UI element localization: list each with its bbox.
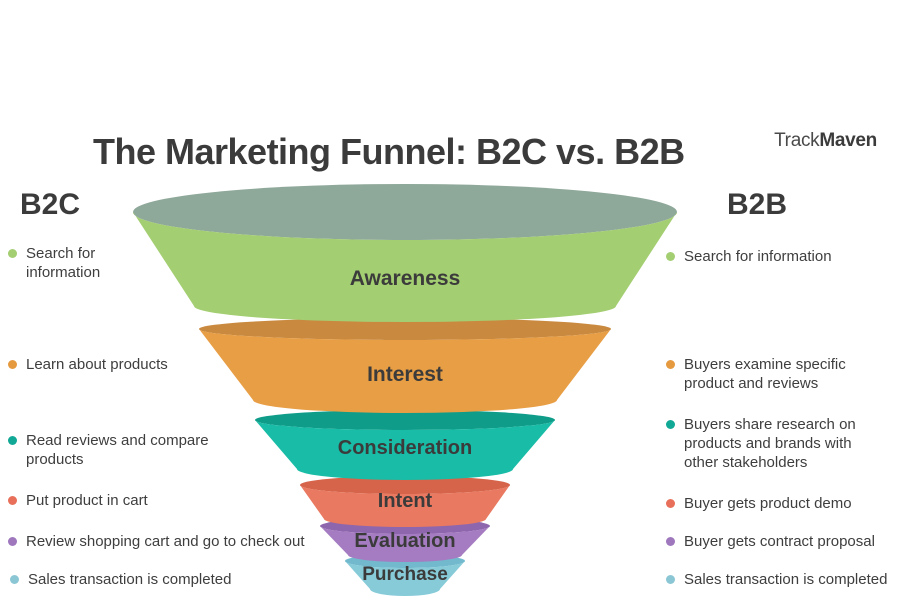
bullet-dot: [8, 436, 17, 445]
awareness-label: Awareness: [350, 267, 461, 290]
bullet-dot: [10, 575, 19, 584]
bullet-dot: [666, 360, 675, 369]
bullet-dot: [666, 499, 675, 508]
b2c-heading: B2C: [20, 188, 81, 221]
list-item-b2c-awareness: Search for information: [8, 244, 138, 282]
bullet-dot: [8, 360, 17, 369]
bullet-dot: [8, 537, 17, 546]
interest-label: Interest: [367, 363, 443, 386]
list-item-text: Put product in cart: [26, 492, 148, 509]
awareness-body: [133, 212, 677, 322]
list-item-text: Buyer gets product demo: [684, 495, 852, 512]
evaluation-label: Evaluation: [354, 530, 455, 552]
brand-part-track: Track: [774, 130, 820, 151]
interest-body: [199, 329, 611, 413]
list-item-text: Review shopping cart and go to check out: [26, 533, 305, 550]
consideration-body: [255, 420, 555, 480]
awareness-top-lip: [133, 184, 677, 240]
intent-top-lip: [300, 476, 510, 494]
list-item-text: Buyers examine specific product and revi…: [684, 356, 846, 392]
purchase-label: Purchase: [362, 564, 448, 585]
list-item-b2c-intent: Put product in cart: [8, 491, 268, 510]
funnel-stage-interest: [199, 318, 611, 413]
list-item-text: Learn about products: [26, 356, 168, 373]
funnel-stage-consideration: [255, 410, 555, 480]
consideration-label: Consideration: [338, 437, 472, 459]
bullet-dot: [8, 496, 17, 505]
page-title: The Marketing Funnel: B2C vs. B2B: [93, 131, 685, 172]
list-item-b2b-intent: Buyer gets product demo: [666, 494, 896, 513]
bullet-dot: [666, 252, 675, 261]
list-item-b2c-interest: Learn about products: [8, 355, 268, 374]
list-item-b2c-consideration: Read reviews and compare products: [8, 431, 223, 469]
intent-label: Intent: [378, 490, 433, 512]
list-item-b2c-evaluation: Review shopping cart and go to check out: [8, 532, 348, 551]
funnel-stage-awareness: [133, 184, 677, 322]
evaluation-body: [320, 526, 490, 562]
intent-body: [300, 485, 510, 527]
bullet-dot: [666, 420, 675, 429]
interest-top-lip: [199, 318, 611, 340]
list-item-text: Read reviews and compare products: [26, 432, 209, 468]
bullet-dot: [666, 575, 675, 584]
list-item-b2b-awareness: Search for information: [666, 247, 891, 266]
b2b-heading: B2B: [727, 188, 788, 221]
list-item-text: Search for information: [684, 248, 832, 265]
list-item-text: Sales transaction is completed: [28, 571, 232, 588]
list-item-b2b-consideration: Buyers share research on products and br…: [666, 415, 881, 472]
list-item-b2b-purchase: Sales transaction is completed: [666, 570, 900, 589]
list-item-text: Search for information: [26, 245, 101, 281]
list-item-b2c-purchase: Sales transaction is completed: [10, 570, 310, 589]
list-item-text: Sales transaction is completed: [684, 571, 888, 588]
list-item-b2b-interest: Buyers examine specific product and revi…: [666, 355, 871, 393]
bullet-dot: [8, 249, 17, 258]
list-item-text: Buyer gets contract proposal: [684, 533, 875, 550]
purchase-body: [345, 561, 465, 596]
list-item-b2b-evaluation: Buyer gets contract proposal: [666, 532, 900, 551]
trackmaven-logo: TrackMaven: [774, 130, 877, 152]
bullet-dot: [666, 537, 675, 546]
brand-part-maven: Maven: [819, 130, 877, 151]
consideration-top-lip: [255, 410, 555, 430]
funnel-stage-intent: [300, 476, 510, 527]
list-item-text: Buyers share research on products and br…: [684, 416, 856, 471]
